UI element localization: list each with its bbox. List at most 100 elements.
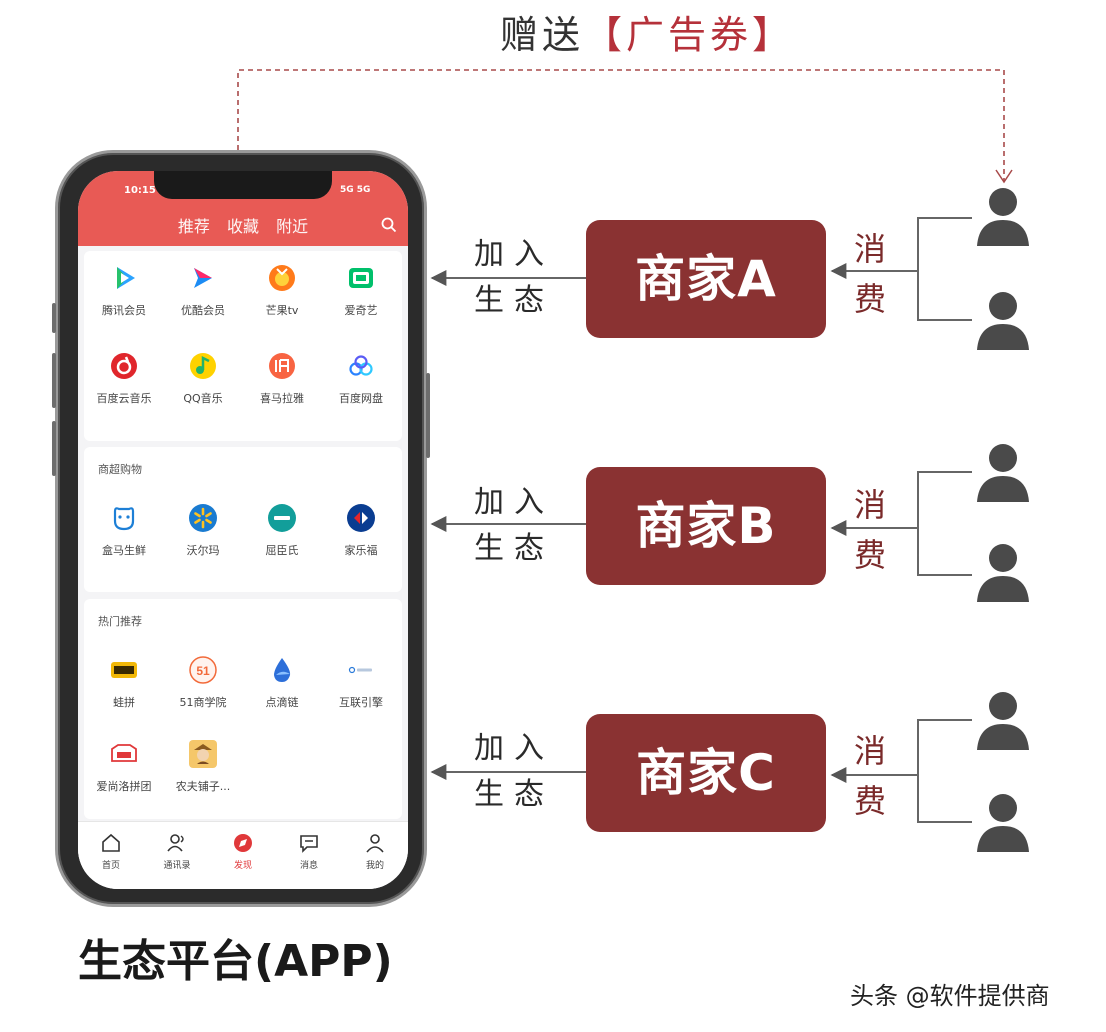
message-icon bbox=[300, 835, 318, 853]
phone-volume-down bbox=[52, 421, 56, 476]
nav-label: 通讯录 bbox=[163, 861, 191, 871]
ximalaya-icon bbox=[269, 353, 295, 379]
youku-icon bbox=[194, 268, 212, 288]
nav-discover[interactable]: 发现 bbox=[210, 832, 276, 871]
svg-text:51: 51 bbox=[196, 664, 210, 678]
nav-profile[interactable]: 我的 bbox=[342, 832, 408, 871]
user-icon bbox=[366, 834, 384, 853]
walmart-icon bbox=[189, 504, 217, 532]
consume-char-1: 消 bbox=[853, 486, 886, 524]
join-line-1: 加入 bbox=[474, 731, 554, 766]
person-icon bbox=[977, 544, 1029, 602]
app-mango-tv[interactable]: 芒果tv bbox=[244, 263, 320, 318]
farmer-avatar-icon bbox=[189, 740, 217, 768]
app-label: 互联引擎 bbox=[339, 696, 383, 709]
search-icon[interactable] bbox=[380, 216, 398, 234]
hot-section-title: 热门推荐 bbox=[98, 615, 142, 628]
nav-home[interactable]: 首页 bbox=[78, 832, 144, 871]
app-label: 喜马拉雅 bbox=[260, 392, 304, 405]
nav-messages[interactable]: 消息 bbox=[276, 832, 342, 871]
shopping-section-title: 商超购物 bbox=[98, 463, 142, 476]
school-51-icon: 51 bbox=[189, 656, 217, 684]
person-icon bbox=[977, 292, 1029, 350]
join-line-2: 生态 bbox=[474, 777, 554, 812]
gift-bracket-open: 【 bbox=[584, 13, 627, 57]
gift-verb: 赠送 bbox=[500, 13, 585, 57]
shopping-card: 商超购物 盒马生鲜 沃尔玛 屈臣氏 家乐福 bbox=[84, 447, 402, 592]
app-aishangluo[interactable]: 爱尚洛拼团 bbox=[86, 739, 162, 794]
tab-recommend[interactable]: 推荐 bbox=[177, 217, 210, 236]
gift-coupon-label: 赠送【广告券】 bbox=[500, 4, 820, 57]
app-tencent-video[interactable]: 腾讯会员 bbox=[86, 263, 162, 318]
tab-favorites[interactable]: 收藏 bbox=[226, 217, 259, 236]
app-netease-music[interactable]: 百度云音乐 bbox=[86, 351, 162, 406]
app-diandi-chain[interactable]: 点滴链 bbox=[244, 655, 320, 710]
app-walmart[interactable]: 沃尔玛 bbox=[165, 503, 241, 558]
nav-label: 发现 bbox=[233, 861, 252, 871]
consume-label-b: 消 费 bbox=[848, 480, 892, 580]
shop-group-icon bbox=[111, 744, 137, 762]
qq-music-icon bbox=[190, 353, 216, 379]
watermark: 头条 @软件提供商 bbox=[850, 982, 1050, 1010]
app-carrefour[interactable]: 家乐福 bbox=[323, 503, 399, 558]
consume-char-2: 费 bbox=[853, 782, 886, 820]
app-wapin[interactable]: 蛙拼 bbox=[86, 655, 162, 710]
app-hema[interactable]: 盒马生鲜 bbox=[86, 503, 162, 558]
app-iqiyi[interactable]: 爱奇艺 bbox=[323, 263, 399, 318]
app-label: 蛙拼 bbox=[113, 696, 135, 709]
bottom-navigation: 首页 通讯录 发现 消息 我的 bbox=[78, 821, 408, 889]
wapin-icon bbox=[111, 662, 137, 678]
app-label: 爱奇艺 bbox=[344, 304, 378, 317]
status-signal: 5G 5G bbox=[340, 185, 371, 195]
person-icon bbox=[977, 692, 1029, 750]
gift-dashed-line bbox=[237, 69, 1005, 182]
nav-label: 首页 bbox=[101, 861, 120, 871]
nav-contacts[interactable]: 通讯录 bbox=[144, 832, 210, 871]
consume-bracket-b bbox=[917, 471, 972, 576]
app-baidu-netdisk[interactable]: 百度网盘 bbox=[323, 351, 399, 406]
app-label: 芒果tv bbox=[265, 304, 299, 317]
hema-icon bbox=[113, 507, 135, 531]
join-label-b: 加入 生态 bbox=[466, 480, 562, 572]
app-label: 农夫铺子... bbox=[175, 780, 231, 793]
consume-char-2: 费 bbox=[853, 536, 886, 574]
netease-music-icon bbox=[111, 353, 137, 379]
app-label: QQ音乐 bbox=[183, 392, 223, 405]
phone-power-button bbox=[426, 373, 430, 458]
app-qq-music[interactable]: QQ音乐 bbox=[165, 351, 241, 406]
join-line-1: 加入 bbox=[474, 485, 554, 520]
phone-screen: 10:15 5G 5G 推荐 收藏 附近 腾讯会员 bbox=[78, 171, 408, 889]
phone-mockup: 10:15 5G 5G 推荐 收藏 附近 腾讯会员 bbox=[52, 150, 430, 907]
tab-nearby[interactable]: 附近 bbox=[276, 217, 309, 236]
app-label: 沃尔玛 bbox=[186, 544, 220, 557]
phone-side-button bbox=[52, 303, 56, 333]
consume-label-a: 消 费 bbox=[848, 224, 892, 324]
app-label: 百度云音乐 bbox=[96, 392, 152, 405]
app-internet-engine[interactable]: 互联引擎 bbox=[323, 655, 399, 710]
tencent-video-icon bbox=[117, 267, 135, 289]
consume-char-2: 费 bbox=[853, 280, 886, 318]
app-ximalaya[interactable]: 喜马拉雅 bbox=[244, 351, 320, 406]
discover-icon bbox=[234, 834, 252, 852]
baidu-netdisk-icon bbox=[349, 355, 373, 376]
app-label: 爱尚洛拼团 bbox=[96, 780, 152, 793]
platform-label: 生态平台(APP) bbox=[78, 936, 393, 987]
join-line-2: 生态 bbox=[474, 283, 554, 318]
app-watsons[interactable]: 屈臣氏 bbox=[244, 503, 320, 558]
app-label: 腾讯会员 bbox=[102, 304, 146, 317]
header-tabs: 推荐 收藏 附近 bbox=[78, 213, 408, 237]
join-line-2: 生态 bbox=[474, 531, 554, 566]
hot-recommend-card: 热门推荐 蛙拼 51 51商学院 点滴链 互联引擎 bbox=[84, 599, 402, 819]
home-icon bbox=[102, 833, 120, 852]
app-51-school[interactable]: 51 51商学院 bbox=[165, 655, 241, 710]
app-nongfu-puzi[interactable]: 农夫铺子... bbox=[165, 739, 241, 794]
consume-label-c: 消 费 bbox=[848, 726, 892, 826]
app-youku[interactable]: 优酷会员 bbox=[165, 263, 241, 318]
app-label: 百度网盘 bbox=[339, 392, 383, 405]
droplet-icon bbox=[274, 658, 291, 682]
engine-icon bbox=[348, 666, 372, 674]
app-label: 点滴链 bbox=[265, 696, 299, 709]
consume-bracket-c bbox=[917, 719, 972, 823]
